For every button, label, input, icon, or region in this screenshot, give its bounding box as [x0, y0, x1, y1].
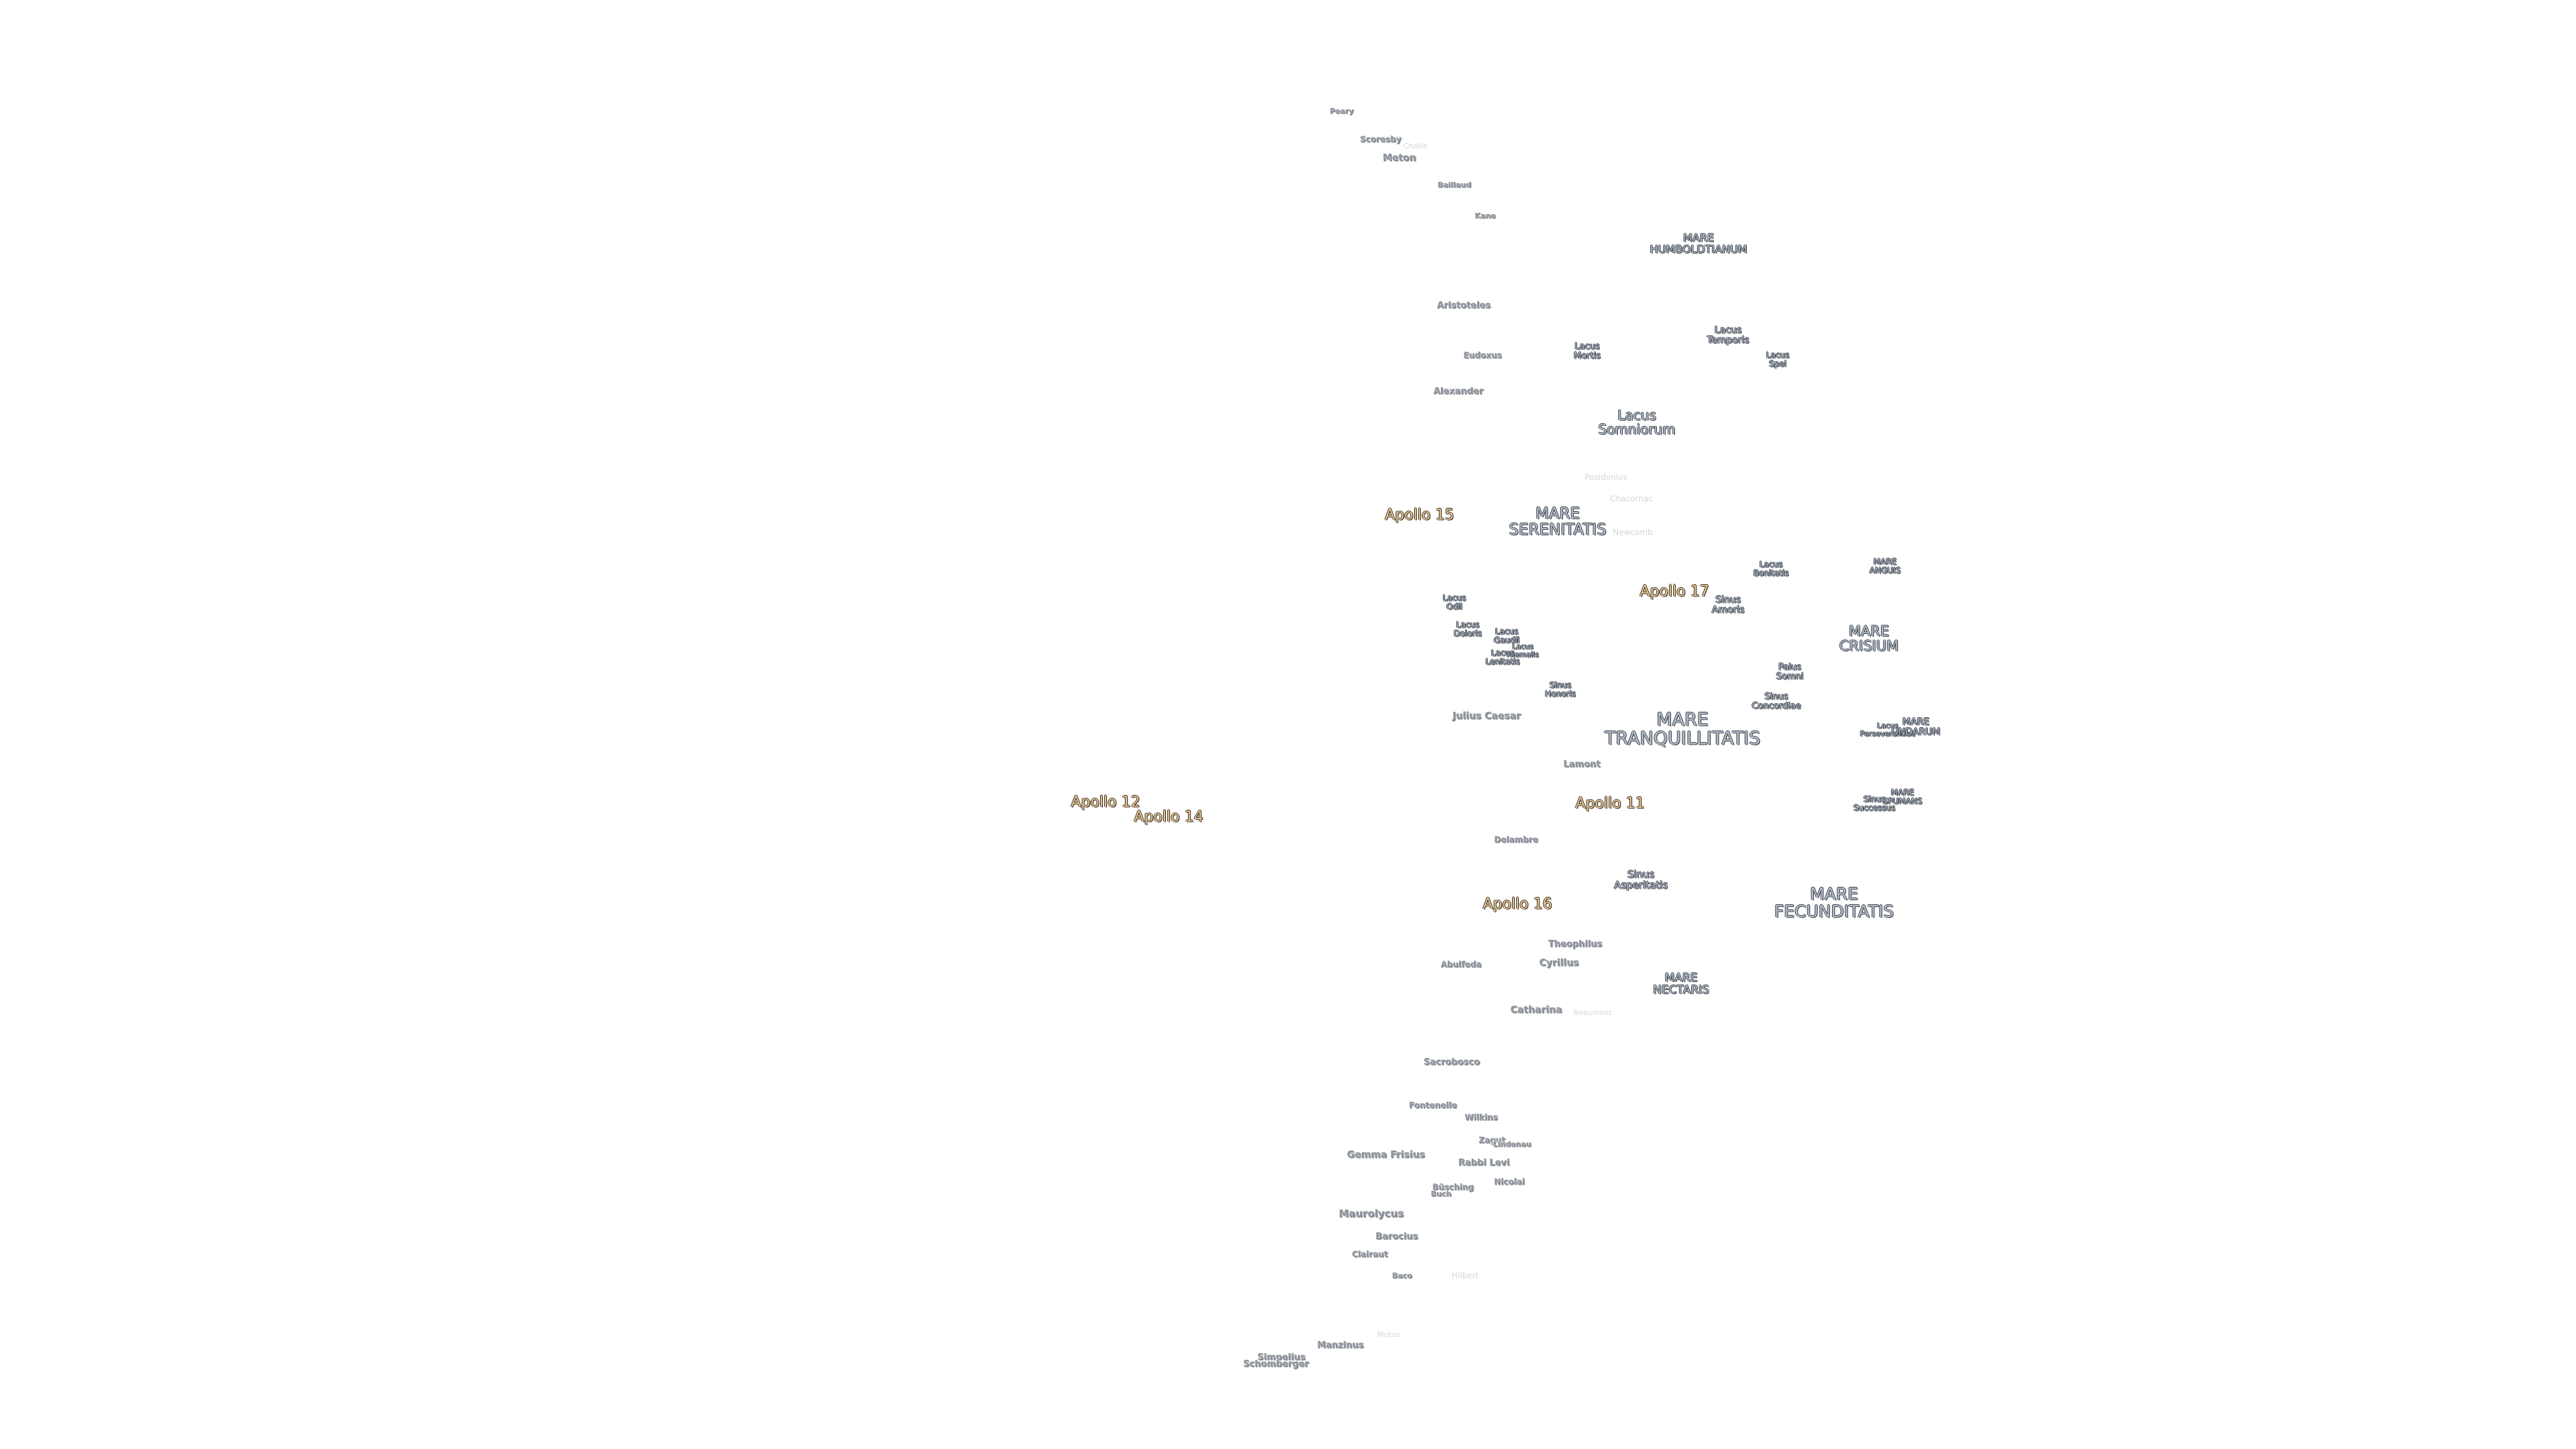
crater-label: Abulfeda	[1440, 959, 1482, 969]
lacus-label: Lacus Hiemalis	[1507, 642, 1539, 659]
crater-label: Meton	[1383, 152, 1416, 164]
lacus-label: Lacus Bonitatis	[1753, 559, 1789, 578]
crater-label: Mutus	[1377, 1330, 1400, 1340]
crater-label: Sacrobosco	[1424, 1057, 1480, 1068]
lacus-label: Lacus Spei	[1766, 350, 1790, 368]
crater-label: Kane	[1474, 211, 1496, 221]
mare-label: MARE CRISIUM	[1839, 623, 1899, 654]
lacus-label: Lacus Lenitatis	[1485, 648, 1520, 666]
crater-label: Manzinus	[1317, 1340, 1364, 1351]
crater-label: Lindenau	[1493, 1140, 1532, 1149]
mare-label: MARE UNDARUM	[1891, 716, 1941, 737]
crater-label: Maurolycus	[1338, 1208, 1404, 1220]
lacus-label: Lacus Mortis	[1574, 341, 1601, 361]
crater-label: Rabbi Levi	[1458, 1158, 1510, 1169]
crater-label: Julius Caesar	[1452, 710, 1521, 722]
crater-label: Newcomb	[1613, 527, 1653, 537]
crater-label: Büsching	[1432, 1182, 1474, 1192]
mare-label: MARE ANGUIS	[1869, 557, 1901, 575]
lacus-label: Sinus Asperitatis	[1613, 868, 1668, 891]
crater-label: Buch	[1430, 1189, 1452, 1199]
crater-label: Simpelius	[1257, 1352, 1305, 1363]
lacus-label: Sinus Concordiae	[1752, 692, 1801, 711]
apollo-site-label: Apollo 15	[1385, 506, 1454, 524]
lacus-label: Sinus Successus	[1853, 794, 1896, 812]
crater-label: Peary	[1330, 107, 1354, 116]
apollo-site-label: Apollo 17	[1640, 583, 1709, 600]
crater-label: Baco	[1392, 1271, 1412, 1281]
crater-label: Alexander	[1433, 386, 1484, 397]
crater-label: Posidonius	[1585, 472, 1627, 482]
lacus-label: Lacus Gaudii	[1493, 627, 1520, 645]
mare-label: MARE SERENITATIS	[1509, 504, 1607, 539]
apollo-site-label: Apollo 14	[1134, 808, 1203, 826]
crater-label: Chacornac	[1610, 494, 1653, 504]
crater-label: Gemma Frisius	[1346, 1149, 1426, 1161]
crater-label: Fontenelle	[1409, 1100, 1457, 1110]
apollo-site-label: Apollo 12	[1071, 794, 1140, 811]
lacus-label: Lacus Perseverantiae	[1860, 721, 1916, 738]
crater-label: Clairaut	[1352, 1249, 1388, 1259]
lacus-label: Lacus Odii	[1442, 593, 1466, 611]
mare-label: MARE FECUNDITATIS	[1774, 883, 1894, 921]
crater-label: Beaumont	[1573, 1008, 1612, 1018]
crater-label: Baillaud	[1437, 180, 1472, 190]
crater-label: Aristoteles	[1437, 301, 1491, 311]
apollo-site-label: Apollo 16	[1483, 896, 1552, 913]
crater-label: Cyrillus	[1539, 957, 1579, 969]
crater-label: Catharina	[1510, 1004, 1562, 1016]
lacus-label: Sinus Honoris	[1545, 680, 1576, 698]
crater-label: Hilbert	[1451, 1271, 1479, 1281]
lacus-label: Palus Somni	[1776, 662, 1804, 682]
mare-label: MARE TRANQUILLITATIS	[1604, 709, 1761, 749]
crater-label: Lamont	[1563, 759, 1601, 770]
crater-label: Schomberger	[1243, 1359, 1309, 1370]
crater-label: Delambre	[1494, 835, 1538, 845]
mare-label: MARE NECTARIS	[1653, 971, 1709, 997]
lacus-label: Lacus Temporis	[1707, 325, 1750, 345]
crater-label: Zagut	[1479, 1135, 1505, 1145]
apollo-site-label: Apollo 11	[1575, 795, 1645, 812]
mare-label: MARE HUMBOLDTIANUM	[1650, 231, 1748, 256]
crater-label: Wilkins	[1464, 1112, 1498, 1122]
crater-label: Barocius	[1375, 1232, 1418, 1242]
crater-label: Theophilus	[1548, 939, 1603, 950]
crater-label: Challis	[1403, 142, 1428, 151]
crater-label: Eudoxus	[1463, 350, 1502, 360]
lacus-label: Lacus Somniorum	[1598, 407, 1676, 437]
lacus-label: Lacus Doloris	[1454, 620, 1482, 638]
crater-label: Nicolai	[1494, 1177, 1525, 1187]
crater-label: Scoresby	[1360, 134, 1401, 144]
mare-label: MARE SPUMANS	[1882, 788, 1923, 806]
lacus-label: Sinus Amoris	[1711, 594, 1745, 615]
